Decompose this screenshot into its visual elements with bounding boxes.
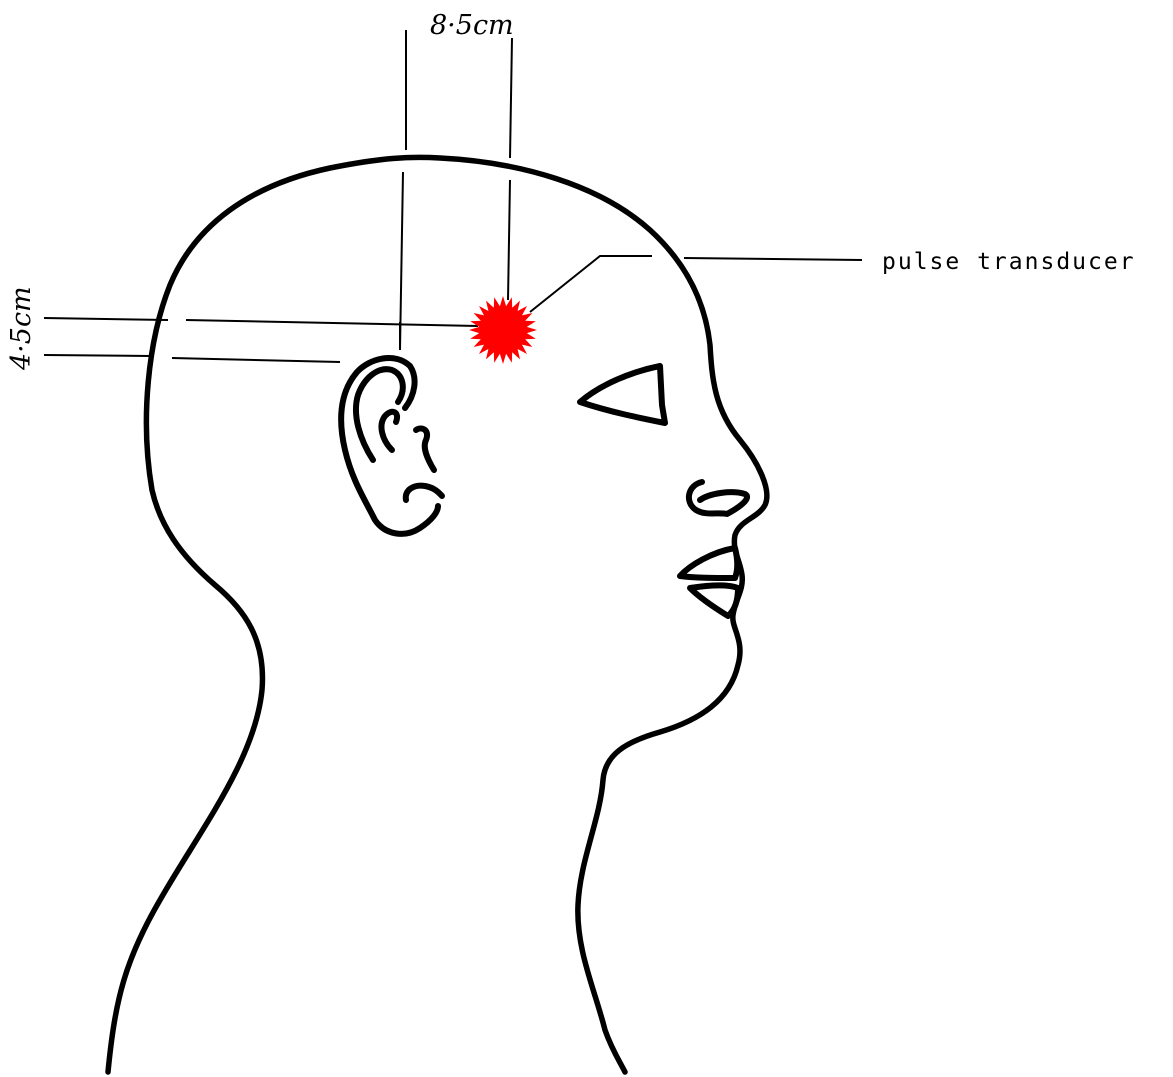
horizontal-guide-line-transducer — [44, 318, 168, 320]
horizontal-guide-line-ear — [44, 355, 150, 356]
transducer-leader-line — [530, 256, 652, 312]
lower-lip — [690, 585, 738, 616]
vertical-guide-line-transducer — [510, 38, 512, 158]
pulse-transducer-label: pulse transducer — [882, 249, 1136, 275]
vertical-distance-label: 4·5cm — [6, 286, 37, 371]
vertical-guide-line-transducer-inner — [508, 180, 510, 300]
horizontal-distance-label: 8·5cm — [430, 10, 514, 41]
nostril — [689, 482, 747, 514]
ear-tragus — [416, 428, 434, 470]
eye — [580, 366, 665, 423]
upper-lip — [680, 548, 737, 578]
horizontal-guide-line-ear-inner — [172, 358, 340, 362]
horizontal-guide-line-transducer-inner — [186, 320, 478, 326]
pulse-transducer-marker — [469, 296, 537, 364]
ear-inner-fold — [381, 412, 397, 450]
transducer-leader-line-outer — [684, 258, 862, 260]
head-profile-outline — [108, 157, 767, 1072]
ear-lobe-curl — [406, 486, 442, 500]
